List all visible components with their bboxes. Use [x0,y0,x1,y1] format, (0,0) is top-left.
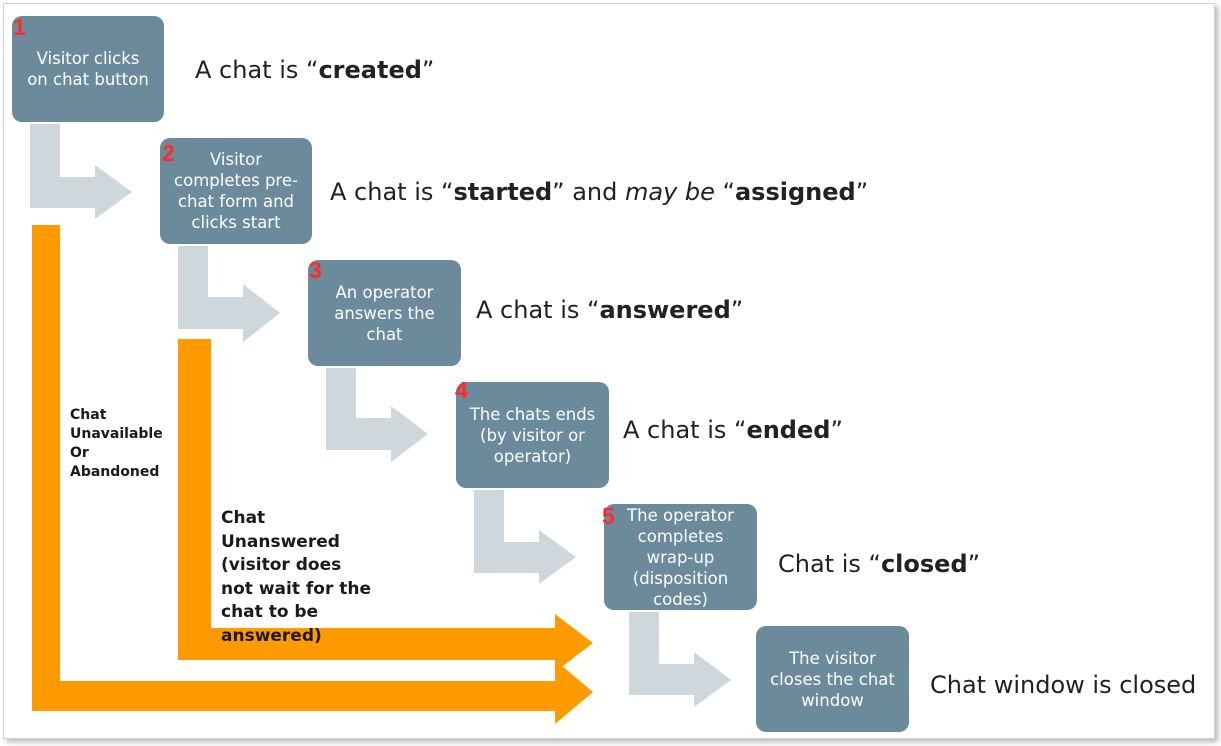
step-5-line: The operator [627,505,734,525]
step-4-line: operator) [493,446,572,466]
step-5-line: completes [637,526,724,546]
step-number-3: 3 [309,257,322,283]
step-number-5: 5 [602,503,615,529]
orange-arrow-unanswered [178,339,593,672]
step-box-2: Visitor completes pre-chat form and clicks… [160,138,312,244]
step-6-line: closes the chat [770,669,895,689]
step-1-line: on chat button [27,70,149,89]
state-closed: Chat is “closed” [778,550,981,578]
step-5-line: (disposition [632,568,729,588]
step-6-line: The visitor [789,648,876,668]
step-number-4: 4 [455,377,468,403]
state-created: A chat is “created” [195,56,435,84]
gray-arrow-1-2 [30,124,132,219]
step-4-line: The chats ends [469,404,596,424]
gray-arrow-5-6 [629,612,731,707]
state-ended: A chat is “ended” [623,416,843,444]
step-2-line: clicks start [191,213,281,232]
gray-arrow-2-3 [178,246,280,342]
step-box-1: Visitor clicks on chat button [12,16,164,122]
step-3-line: answers the [334,303,435,323]
step-3-line: chat [366,324,403,344]
gray-arrow-4-5 [474,490,576,584]
state-answered: A chat is “answered” [476,296,744,324]
state-window-closed: Chat window is closed [930,671,1197,699]
state-started: A chat is “started” and may be “assigned… [330,178,869,206]
gray-arrow-3-4 [326,368,428,462]
step-4-line: (by visitor or [480,425,585,445]
step-5-line: codes) [653,589,708,609]
step-3-line: An operator [335,282,434,302]
step-1-line: Visitor clicks [36,49,140,68]
step-6-line: window [801,690,864,710]
step-number-1: 1 [13,14,26,40]
step-5-line: wrap-up [646,547,715,567]
step-2-line: Visitor [209,150,263,169]
step-2-line: chat form and [177,192,295,211]
step-2-line: completes pre- [174,171,298,190]
step-number-2: 2 [162,140,175,166]
